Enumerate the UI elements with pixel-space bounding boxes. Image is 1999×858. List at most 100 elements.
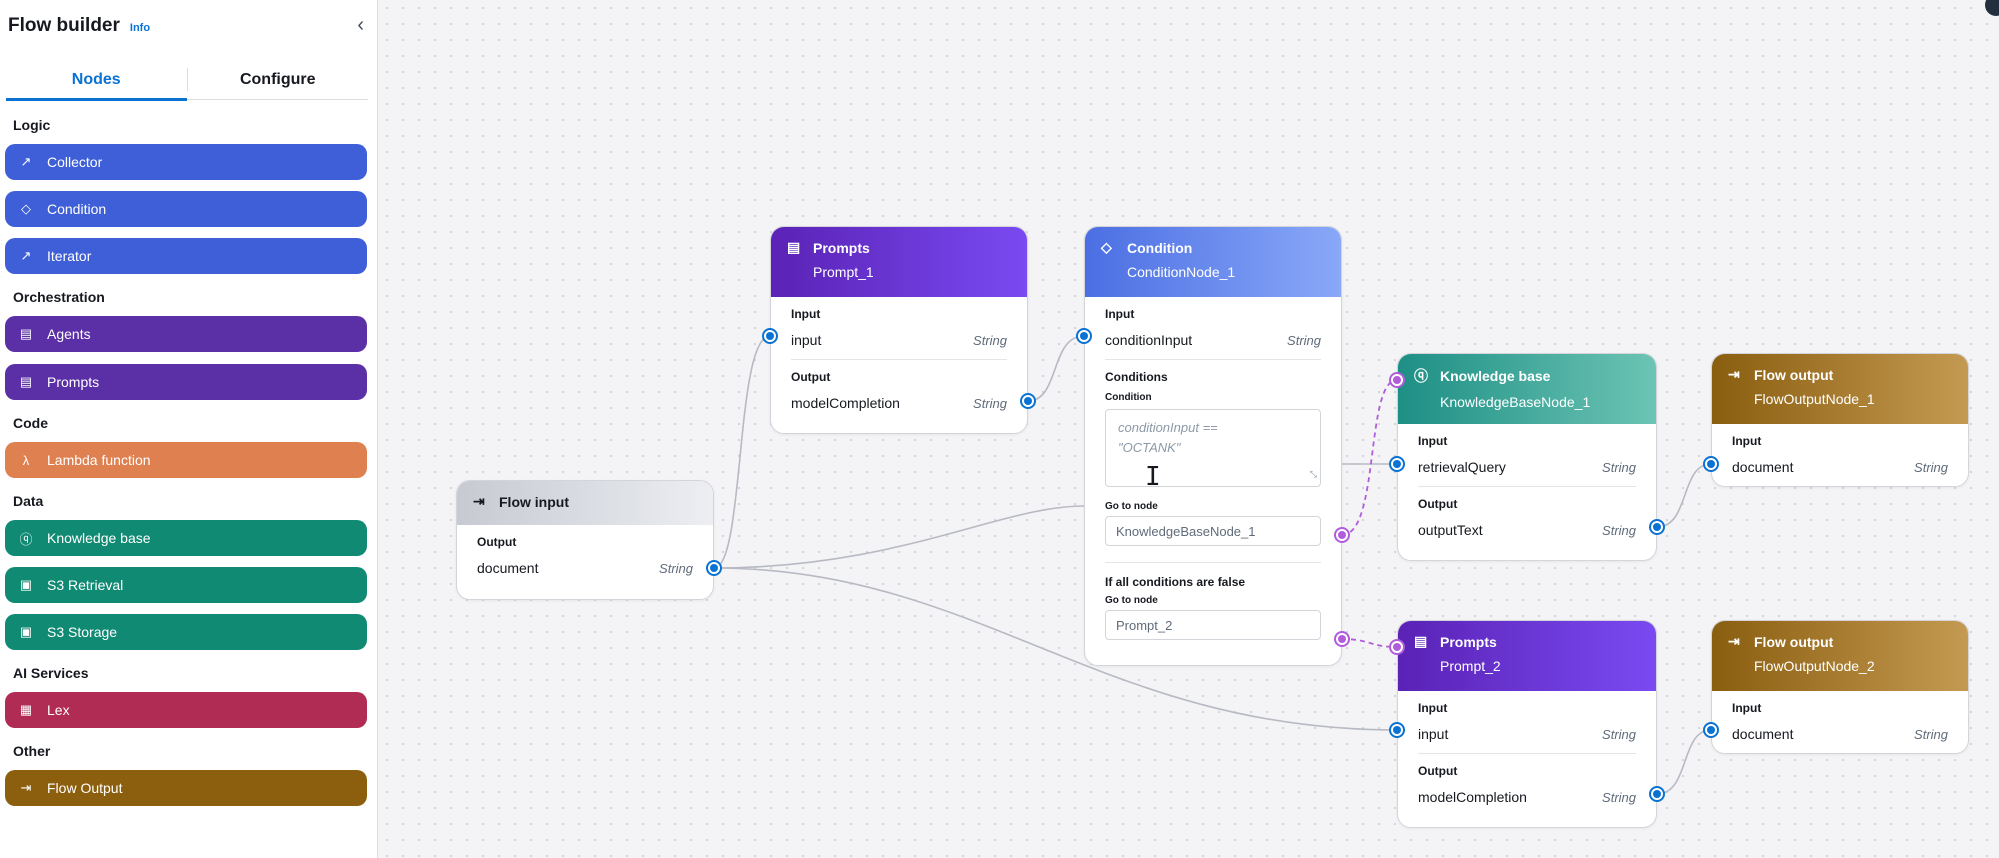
node-item-s3-storage[interactable]: ▣ S3 Storage [5,614,367,650]
input-name: retrievalQuery [1418,459,1506,475]
kb-condition-port[interactable] [1389,372,1405,388]
text-cursor-icon: I [1145,462,1161,492]
divider [1418,753,1636,754]
s3-retrieval-icon: ▣ [19,577,33,592]
node-flow-output-1[interactable]: ⇥Flow output FlowOutputNode_1 Input docu… [1711,353,1969,487]
diamond-icon: ◇ [1101,239,1112,255]
prompt2-output-port[interactable] [1649,786,1665,802]
node-item-agents[interactable]: ▤ Agents [5,316,367,352]
node-flow-output-2[interactable]: ⇥Flow output FlowOutputNode_2 Input docu… [1711,620,1969,754]
node-item-label: Iterator [47,248,92,264]
node-title: Flow output [1754,366,1834,383]
flow-input-output-port[interactable] [706,560,722,576]
knowledge-base-icon: ⓠ [19,531,33,547]
section-logic: Logic [13,117,51,133]
node-item-prompts[interactable]: ▤ Prompts [5,364,367,400]
s3-storage-icon: ▣ [19,624,33,639]
node-header: ⇥Flow output FlowOutputNode_2 [1712,621,1968,691]
node-title: Prompts [813,239,870,256]
prompt-icon: ▤ [19,374,33,389]
iterator-icon: ↗ [20,248,32,263]
user-avatar[interactable] [1985,0,1999,16]
divider [791,359,1007,360]
node-header: ▤Prompts Prompt_1 [771,227,1027,297]
node-item-label: Lex [47,702,70,718]
node-subtitle: Prompt_2 [1440,658,1501,674]
prompt2-input-port[interactable] [1389,722,1405,738]
node-item-label: S3 Retrieval [47,577,124,593]
input-label: Input [1732,701,1762,715]
input-type: String [1914,459,1948,475]
output-type: String [1602,789,1636,805]
node-header: ⇥ Flow input [457,481,713,525]
prompt1-output-port[interactable] [1020,393,1036,409]
collapse-icon[interactable]: ‹ [357,14,364,36]
node-item-label: Lambda function [47,452,151,468]
flow-input-icon: ⇥ [473,493,485,509]
out2-input-port[interactable] [1703,722,1719,738]
node-item-label: Knowledge base [47,530,151,546]
input-type: String [1287,332,1321,348]
input-name: conditionInput [1105,332,1193,348]
input-label: Input [1732,434,1762,448]
info-link[interactable]: Info [129,22,151,34]
node-item-lex[interactable]: ▦ Lex [5,692,367,728]
node-item-flow-output[interactable]: ⇥ Flow Output [5,770,367,806]
divider [1105,359,1321,360]
lambda-icon: λ [22,452,30,468]
tab-nodes[interactable]: Nodes [6,60,187,101]
collector-icon: ↗ [20,154,32,169]
prompt1-input-port[interactable] [762,328,778,344]
prompt2-condition-port[interactable] [1389,639,1405,655]
output-name: document [477,560,539,576]
condition-input-port[interactable] [1076,328,1092,344]
node-title: Flow input [499,493,569,510]
node-item-label: S3 Storage [47,624,118,640]
sidebar-title: Flow builder [8,15,120,36]
resize-grip-icon[interactable]: ⤡ [1309,469,1317,479]
knowledge-base-icon: ⓠ [1414,368,1428,384]
node-item-knowledge-base[interactable]: ⓠ Knowledge base [5,520,367,556]
node-item-iterator[interactable]: ↗ Iterator [5,238,367,274]
diamond-icon: ◇ [21,201,31,216]
node-item-lambda[interactable]: λ Lambda function [5,442,367,478]
output-name: outputText [1418,522,1483,538]
divider [1105,562,1321,563]
input-type: String [973,332,1007,348]
node-item-collector[interactable]: ↗ Collector [5,144,367,180]
output-label: Output [791,370,831,384]
out1-input-port[interactable] [1703,456,1719,472]
node-title: Knowledge base [1440,368,1551,384]
node-condition[interactable]: ◇Condition ConditionNode_1 Input conditi… [1084,226,1342,666]
node-header: ◇Condition ConditionNode_1 [1085,227,1341,297]
input-type: String [1602,726,1636,742]
goto-node-select[interactable]: KnowledgeBaseNode_1 [1105,516,1321,546]
node-item-condition[interactable]: ◇ Condition [5,191,367,227]
kb-output-port[interactable] [1649,519,1665,535]
else-goto-node-select[interactable]: Prompt_2 [1105,610,1321,640]
prompt-icon: ▤ [1414,633,1428,649]
condition-expression-input[interactable]: conditionInput == "OCTANK" ⤡ [1105,409,1321,487]
section-orchestration: Orchestration [13,289,105,305]
node-header: ⇥Flow output FlowOutputNode_1 [1712,354,1968,424]
tab-configure[interactable]: Configure [239,70,316,88]
node-item-s3-retrieval[interactable]: ▣ S3 Retrieval [5,567,367,603]
flow-output-icon: ⇥ [20,780,32,795]
node-title: Condition [1127,239,1193,256]
expression-line: conditionInput == [1118,420,1218,435]
kb-input-port[interactable] [1389,456,1405,472]
node-item-label: Agents [47,326,91,342]
output-type: String [1602,522,1636,538]
flow-output-icon: ⇥ [1728,633,1740,649]
input-type: String [1914,726,1948,742]
condition-false-output-port[interactable] [1334,631,1350,647]
input-type: String [1602,459,1636,475]
condition-true-output-port[interactable] [1334,527,1350,543]
input-label: Input [1418,434,1448,448]
tab-divider [186,68,188,91]
